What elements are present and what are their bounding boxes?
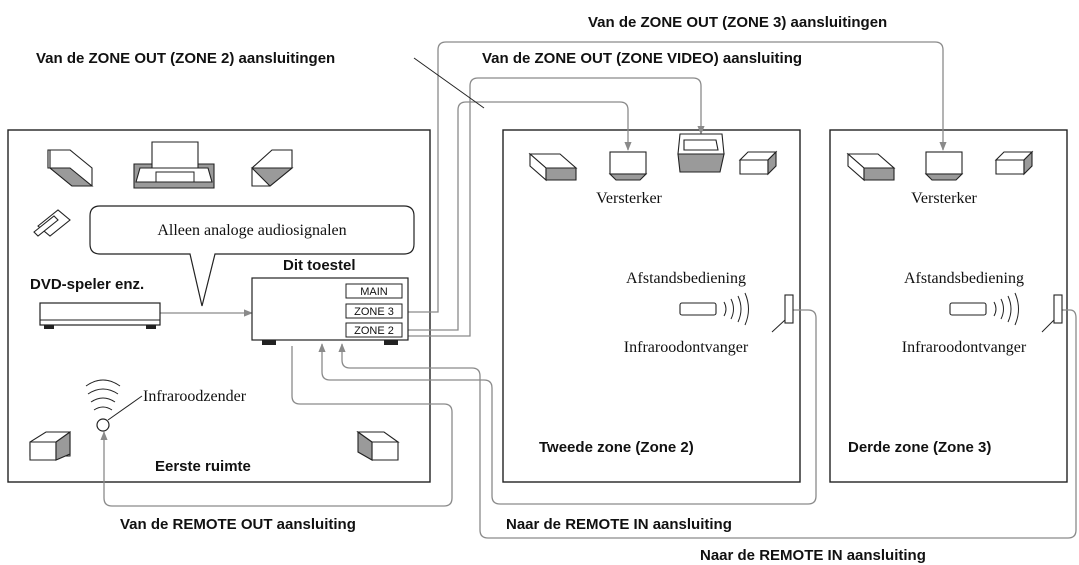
wire-remote-in-zone3	[338, 309, 1077, 539]
zonevideo-out-label: Van de ZONE OUT (ZONE VIDEO) aansluiting	[482, 50, 802, 67]
port-zone2	[345, 322, 403, 338]
zone3-out-label: Van de ZONE OUT (ZONE 3) aansluitingen	[588, 14, 887, 31]
wire-zonevideo-out	[408, 77, 705, 337]
analog-only-text: Alleen analoge audiosignalen	[157, 222, 346, 239]
zone2-ir-receiver-label: Infraroodontvanger	[624, 339, 749, 356]
room-first-label: Eerste ruimte	[155, 458, 251, 475]
zone2-amplifier-label: Versterker	[596, 190, 662, 207]
zone3-remote-label: Afstandsbediening	[904, 270, 1024, 287]
remote-in-label-2: Naar de REMOTE IN aansluiting	[700, 547, 926, 564]
port-main	[345, 283, 403, 299]
zone2-ir-receiver	[771, 294, 794, 333]
speaker-side-tilted	[33, 209, 71, 237]
room-first-box	[7, 129, 431, 483]
wire-remote-out	[100, 346, 453, 507]
tv-first-room	[133, 141, 215, 189]
ir-emitter-label: Infraroodzender	[143, 388, 247, 405]
zone3-remote-control	[949, 292, 1019, 326]
speaker-rear-right	[356, 430, 400, 461]
zone2-out-label: Van de ZONE OUT (ZONE 2) aansluitingen	[36, 50, 335, 67]
port-zone3-label: ZONE 3	[354, 306, 394, 318]
port-zone3	[345, 303, 403, 319]
speaker-rear-left	[29, 430, 71, 461]
dvd-player	[39, 302, 161, 329]
this-unit-label: Dit toestel	[283, 257, 356, 274]
zone3-speaker-left	[846, 152, 896, 182]
zone2-remote-control	[679, 292, 749, 326]
zone2-amplifier	[608, 151, 648, 181]
wire-remote-in-zone2	[318, 309, 817, 505]
room-zone2-label: Tweede zone (Zone 2)	[539, 439, 694, 456]
room-zone3-label: Derde zone (Zone 3)	[848, 439, 991, 456]
zone3-speaker-right	[994, 150, 1034, 176]
remote-in-label-1: Naar de REMOTE IN aansluiting	[506, 516, 732, 533]
zone3-ir-receiver	[1041, 294, 1063, 333]
room-zone2-box	[502, 129, 801, 483]
room-zone3-box	[829, 129, 1068, 483]
dvd-player-label: DVD-speler enz.	[30, 276, 144, 293]
ir-emitter	[85, 379, 143, 432]
zone2-out-leader	[413, 57, 485, 109]
speaker-front-right	[250, 149, 294, 187]
port-main-label: MAIN	[360, 286, 388, 298]
wire-zone3-out	[408, 41, 947, 313]
remote-out-label: Van de REMOTE OUT aansluiting	[120, 516, 356, 533]
zone2-speaker-left	[528, 152, 578, 182]
zone2-remote-label: Afstandsbediening	[626, 270, 746, 287]
port-zone2-label: ZONE 2	[354, 325, 394, 337]
wire-zone2-out	[408, 101, 632, 331]
zone3-ir-receiver-label: Infraroodontvanger	[902, 339, 1027, 356]
analog-only-callout: Alleen analoge audiosignalen	[89, 205, 415, 307]
zone3-amplifier	[924, 151, 964, 181]
zone2-speaker-right	[738, 150, 778, 176]
zone3-amplifier-label: Versterker	[911, 190, 977, 207]
receiver-unit: MAIN ZONE 3 ZONE 2	[251, 277, 409, 345]
speaker-front-left	[47, 149, 94, 187]
zone2-video-display	[677, 133, 725, 173]
